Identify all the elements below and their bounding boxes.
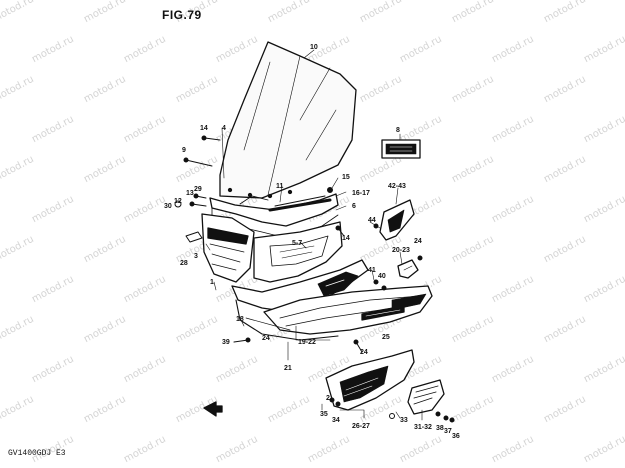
callout-label-33: 33	[400, 417, 408, 424]
callout-label-29: 29	[194, 186, 202, 193]
model-code: GV1400GDJ E3	[8, 449, 66, 458]
callout-label-30: 30	[164, 203, 172, 210]
headlight-housing	[201, 213, 255, 283]
direction-arrow-icon	[203, 401, 223, 417]
callout-label-37: 37	[444, 428, 452, 435]
callout-label-28: 28	[180, 260, 188, 267]
callout-label-4: 4	[222, 125, 226, 132]
callout-label-40: 40	[378, 273, 386, 280]
callout-label-2: 2	[326, 395, 330, 402]
lower-inner-panel	[325, 349, 415, 411]
callout-label-44: 44	[368, 217, 376, 224]
side-fairing-panel	[263, 285, 433, 335]
lower-cowling	[231, 259, 369, 313]
small-bracket	[397, 259, 419, 279]
callout-label-39: 39	[222, 339, 230, 346]
callout-label-36: 36	[452, 433, 460, 440]
callout-label-35: 35	[320, 411, 328, 418]
callout-label-1: 1	[210, 279, 214, 286]
callout-label-24a: 24	[414, 238, 422, 245]
callout-label-16-17: 16-17	[352, 190, 370, 197]
callout-label-19-22: 19-22	[298, 339, 316, 346]
callout-label-9: 9	[182, 147, 186, 154]
callout-label-18: 18	[236, 316, 244, 323]
vent-grille	[407, 379, 445, 415]
callout-label-3: 3	[194, 253, 198, 260]
callout-label-11: 11	[276, 183, 284, 190]
callout-label-20-23: 20-23	[392, 247, 410, 254]
callout-label-15: 15	[342, 174, 350, 181]
fasteners	[174, 135, 455, 423]
figure-title: FIG.79	[162, 8, 202, 22]
callout-label-8: 8	[396, 127, 400, 134]
callout-label-5-7: 5-7	[292, 240, 302, 247]
callout-label-25: 25	[382, 334, 390, 341]
callout-label-41: 41	[368, 267, 376, 274]
callout-label-34: 34	[332, 417, 340, 424]
callout-label-21: 21	[284, 365, 292, 372]
callout-label-13: 13	[186, 190, 194, 197]
callout-label-31-32: 31-32	[414, 424, 432, 431]
callout-label-14a: 14	[200, 125, 208, 132]
reflector-plate	[381, 139, 421, 159]
callout-label-12: 12	[174, 198, 182, 205]
callout-label-10: 10	[310, 44, 318, 51]
callout-label-24b: 24	[262, 335, 270, 342]
frame-rail	[235, 299, 339, 341]
callout-label-24c: 24	[360, 349, 368, 356]
callout-label-14b: 14	[342, 235, 350, 242]
windshield	[219, 41, 357, 199]
mirror-bracket	[379, 199, 415, 241]
inner-panel	[253, 221, 343, 283]
callout-label-26-27: 26-27	[352, 423, 370, 430]
callout-label-6: 6	[352, 203, 356, 210]
callout-label-42-43: 42-43	[388, 183, 406, 190]
callout-label-38: 38	[436, 425, 444, 432]
leader-lines	[205, 49, 423, 421]
